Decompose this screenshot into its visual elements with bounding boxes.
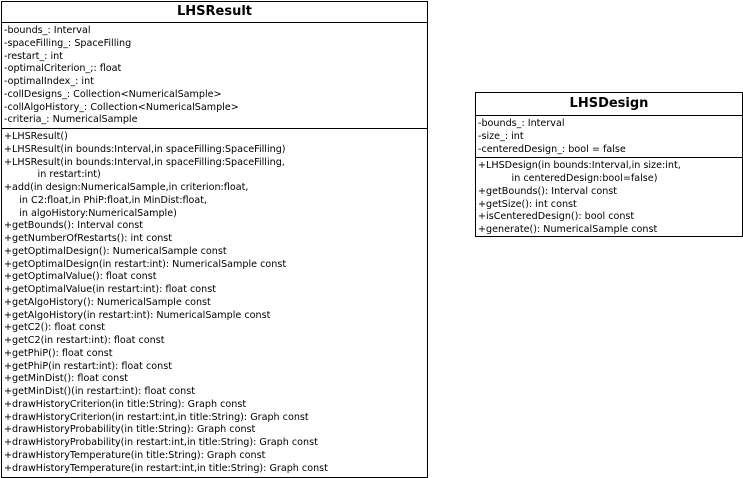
operation: in algoHistory:NumericalSample) (4, 207, 177, 219)
operation: +getMinDist(): float const (4, 373, 128, 385)
operation: +getMinDist()(in restart:int): float con… (4, 386, 195, 397)
attribute: -criteria_: NumericalSample (4, 114, 138, 126)
operation: +LHSDesign(in bounds:Interval,in size:in… (478, 160, 681, 172)
operation: +LHSResult() (4, 131, 68, 142)
class-lhsresult[interactable]: LHSResult -bounds_: Interval-spaceFillin… (1, 1, 428, 478)
operation: in centeredDesign:bool=false) (478, 173, 658, 184)
operation: +drawHistoryProbability(in restart:int,i… (4, 437, 318, 448)
attribute: -spaceFilling_: SpaceFilling (4, 37, 132, 49)
class-lhsdesign[interactable]: LHSDesign -bounds_: Interval-size_: int-… (475, 92, 743, 237)
operation: +drawHistoryProbability(in title:String)… (4, 424, 256, 436)
operation: +getSize(): int const (478, 198, 577, 210)
operations-compartment: +LHSResult()+LHSResult(in bounds:Interva… (2, 129, 427, 476)
operation: +getOptimalValue(in restart:int): float … (4, 284, 216, 295)
attributes-compartment: -bounds_: Interval-size_: int-centeredDe… (476, 116, 742, 159)
operation: +getOptimalValue(): float const (4, 271, 157, 283)
attribute: -bounds_: Interval (478, 118, 565, 129)
operation: +getAlgoHistory(): NumericalSample const (4, 296, 211, 308)
class-name: LHSResult (2, 2, 427, 23)
operation: +getOptimalDesign(): NumericalSample con… (4, 245, 227, 257)
operation: +drawHistoryTemperature(in title:String)… (4, 449, 266, 461)
attribute: -size_: int (478, 130, 524, 142)
operation: +getPhiP(in restart:int): float const (4, 360, 172, 372)
operation: in restart:int) (4, 169, 101, 181)
attribute: -optimalCriterion_;: float (4, 63, 122, 75)
attribute: -bounds_: Interval (4, 25, 91, 36)
operation: +getOptimalDesign(in restart:int): Numer… (4, 258, 287, 270)
operation: in C2:float,in PhiP:float,in MinDist:flo… (4, 194, 208, 206)
operation: +drawHistoryTemperature(in restart:int,i… (4, 462, 328, 474)
operation: +generate(): NumericalSample const (478, 224, 658, 235)
operation: +getBounds(): Interval const (4, 220, 144, 232)
class-name: LHSDesign (476, 93, 742, 116)
operation: +LHSResult(in bounds:Interval,in spaceFi… (4, 143, 286, 155)
operations-compartment: +LHSDesign(in bounds:Interval,in size:in… (476, 158, 742, 238)
attributes-compartment: -bounds_: Interval-spaceFilling_: SpaceF… (2, 23, 427, 129)
operation: +getC2(in restart:int): float const (4, 335, 165, 346)
operation: +getAlgoHistory(in restart:int): Numeric… (4, 309, 271, 321)
operation: +drawHistoryCriterion(in restart:int,in … (4, 411, 309, 423)
operation: +add(in design:NumericalSample,in criter… (4, 182, 249, 193)
attribute: -collAlgoHistory_: Collection<NumericalS… (4, 101, 239, 113)
attribute: -collDesigns_: Collection<NumericalSampl… (4, 88, 222, 100)
attribute: -restart_: int (4, 50, 64, 62)
operation: +drawHistoryCriterion(in title:String): … (4, 398, 247, 410)
attribute: -centeredDesign_: bool = false (478, 143, 626, 155)
operation: +getC2(): float const (4, 322, 105, 334)
operation: +LHSResult(in bounds:Interval,in spaceFi… (4, 156, 285, 168)
operation: +getBounds(): Interval const (478, 185, 618, 197)
attribute: -optimalIndex_: int (4, 76, 94, 87)
operation: +isCenteredDesign(): bool const (478, 211, 635, 223)
operation: +getPhiP(): float const (4, 347, 113, 359)
operation: +getNumberOfRestarts(): int const (4, 233, 173, 244)
